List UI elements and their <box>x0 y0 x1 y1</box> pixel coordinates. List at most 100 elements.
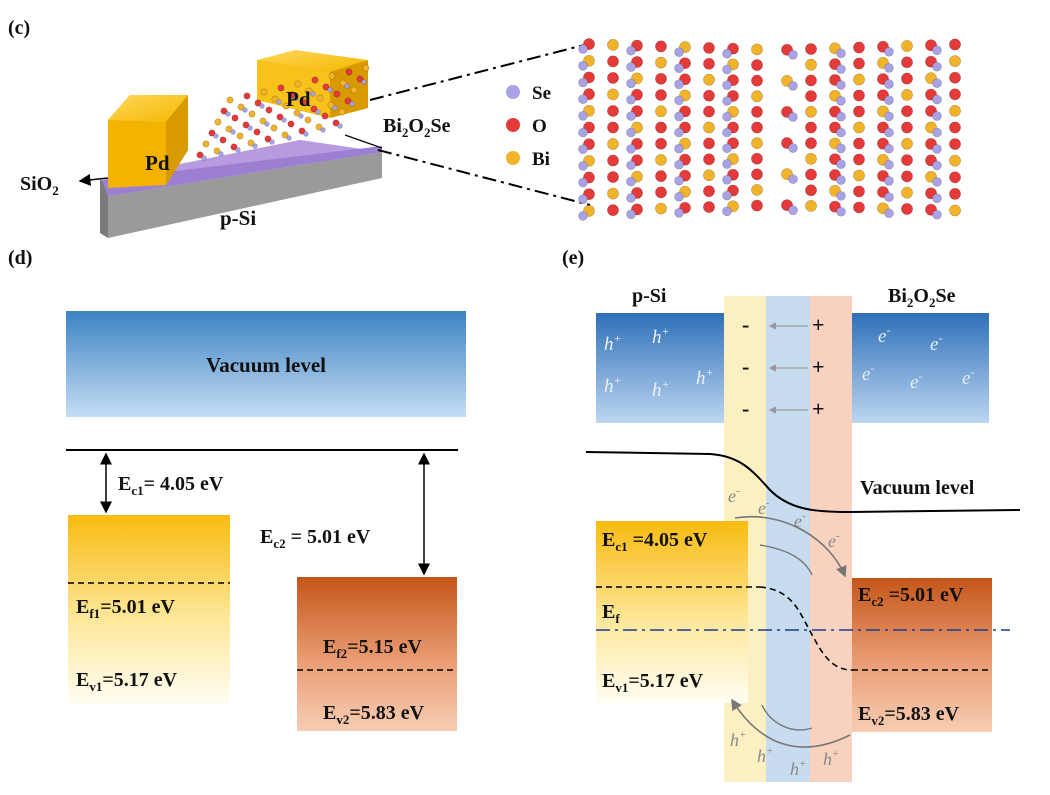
se-atom <box>310 91 316 97</box>
o-atom <box>607 204 619 217</box>
se-atom <box>884 46 894 57</box>
e-bi2o2se-title: Bi2O2Se <box>888 285 956 310</box>
legend-label-o: O <box>532 116 547 137</box>
bi-atom <box>805 105 817 118</box>
se-atom <box>225 111 231 117</box>
hole-symbol: h+ <box>790 758 806 779</box>
se-atom <box>626 62 636 72</box>
o-atom-icon <box>506 118 520 132</box>
electron-symbol: e- <box>862 361 874 385</box>
o-atom <box>655 40 667 53</box>
se-atom <box>674 159 684 170</box>
se-atom <box>722 96 732 106</box>
se-atom <box>722 127 732 138</box>
e-space-charge: - - - + + + <box>742 312 825 421</box>
electron-symbol: e- <box>794 510 806 531</box>
se-atom <box>884 95 894 106</box>
o-atom <box>751 168 763 181</box>
se-atom <box>626 94 636 105</box>
bi-atom <box>655 105 667 118</box>
o-atom <box>242 121 250 129</box>
electron-symbol: e- <box>962 365 974 389</box>
se-atom <box>269 139 275 145</box>
o-atom <box>949 187 961 200</box>
bi-atom <box>282 102 290 110</box>
o-atom <box>703 105 715 118</box>
hole-symbol: h+ <box>604 373 622 397</box>
se-atom <box>884 79 894 89</box>
substrate-label: p-Si <box>220 206 256 230</box>
substrate-front <box>108 152 382 238</box>
o-atom <box>949 138 961 150</box>
se-atom <box>836 96 846 106</box>
o-atom <box>703 89 715 102</box>
o-atom <box>220 107 228 115</box>
bi-atom <box>607 38 619 51</box>
bi-atom <box>202 140 210 148</box>
se-atom <box>722 111 732 122</box>
se-atom <box>578 127 588 138</box>
o-atom <box>901 105 913 118</box>
se-atom <box>836 191 846 201</box>
e-electrons-bi2o2se: e- e- e- e- e- <box>862 323 974 393</box>
se-atom <box>674 208 684 218</box>
se-atom <box>578 211 588 221</box>
o-atom <box>655 137 667 150</box>
e-vacuum-label: Vacuum level <box>860 477 975 499</box>
o-atom <box>751 74 763 87</box>
panel-label-c: (c) <box>8 17 30 39</box>
hole-symbol: h+ <box>823 748 839 769</box>
bi-atom <box>237 103 245 111</box>
se-atom <box>578 94 588 104</box>
d-ef1-label: Ef1=5.01 eV <box>76 596 175 621</box>
hole-flow-arrow <box>731 698 851 748</box>
o-atom <box>949 71 961 84</box>
hole-symbol: h+ <box>652 377 670 401</box>
legend-item-se: Se <box>506 83 551 104</box>
e-holes-psi: h+ h+ h+ h+ h+ <box>604 324 714 401</box>
bi-atom <box>327 101 335 109</box>
se-atom <box>932 144 942 154</box>
bi-atom <box>304 116 312 124</box>
bi-atom <box>703 169 715 182</box>
se-atom <box>788 143 798 153</box>
se-atom <box>836 127 846 138</box>
electron-flow-arrow <box>734 515 847 578</box>
o-atom <box>276 113 284 121</box>
bi-atom <box>225 125 233 133</box>
o-atom <box>230 143 238 151</box>
se-atom <box>836 159 846 169</box>
electron-flow-arrow <box>759 544 813 576</box>
se-atom <box>298 113 304 119</box>
d-ev2-label: Ev2=5.83 eV <box>323 702 425 727</box>
se-atom <box>722 143 732 154</box>
bi-atom <box>901 89 913 101</box>
atom-legend: Se O Bi <box>506 83 551 170</box>
o-atom <box>655 121 667 134</box>
hole-symbol: h+ <box>757 745 773 766</box>
se-atom <box>836 48 846 59</box>
se-atom <box>264 121 270 127</box>
o-atom <box>253 128 261 136</box>
se-atom <box>932 127 942 138</box>
se-atom <box>836 143 846 154</box>
o-atom <box>310 105 318 113</box>
d-ef2-label: Ef2=5.15 eV <box>323 636 422 661</box>
hole-symbol: h+ <box>652 324 670 348</box>
bi-atom <box>949 204 961 217</box>
o-atom <box>311 76 319 84</box>
bi-atom <box>853 73 865 86</box>
o-atom <box>949 38 961 51</box>
plus-charge: + <box>812 396 825 421</box>
bi-atom <box>281 131 289 139</box>
bi-atom <box>607 187 619 200</box>
se-atom <box>626 78 636 89</box>
se-atom <box>884 192 894 202</box>
o-atom <box>703 185 715 198</box>
se-atom <box>884 208 894 219</box>
o-atom <box>805 74 817 87</box>
se-atom <box>722 48 732 59</box>
se-atom <box>674 111 684 122</box>
plus-charge: + <box>812 312 825 337</box>
